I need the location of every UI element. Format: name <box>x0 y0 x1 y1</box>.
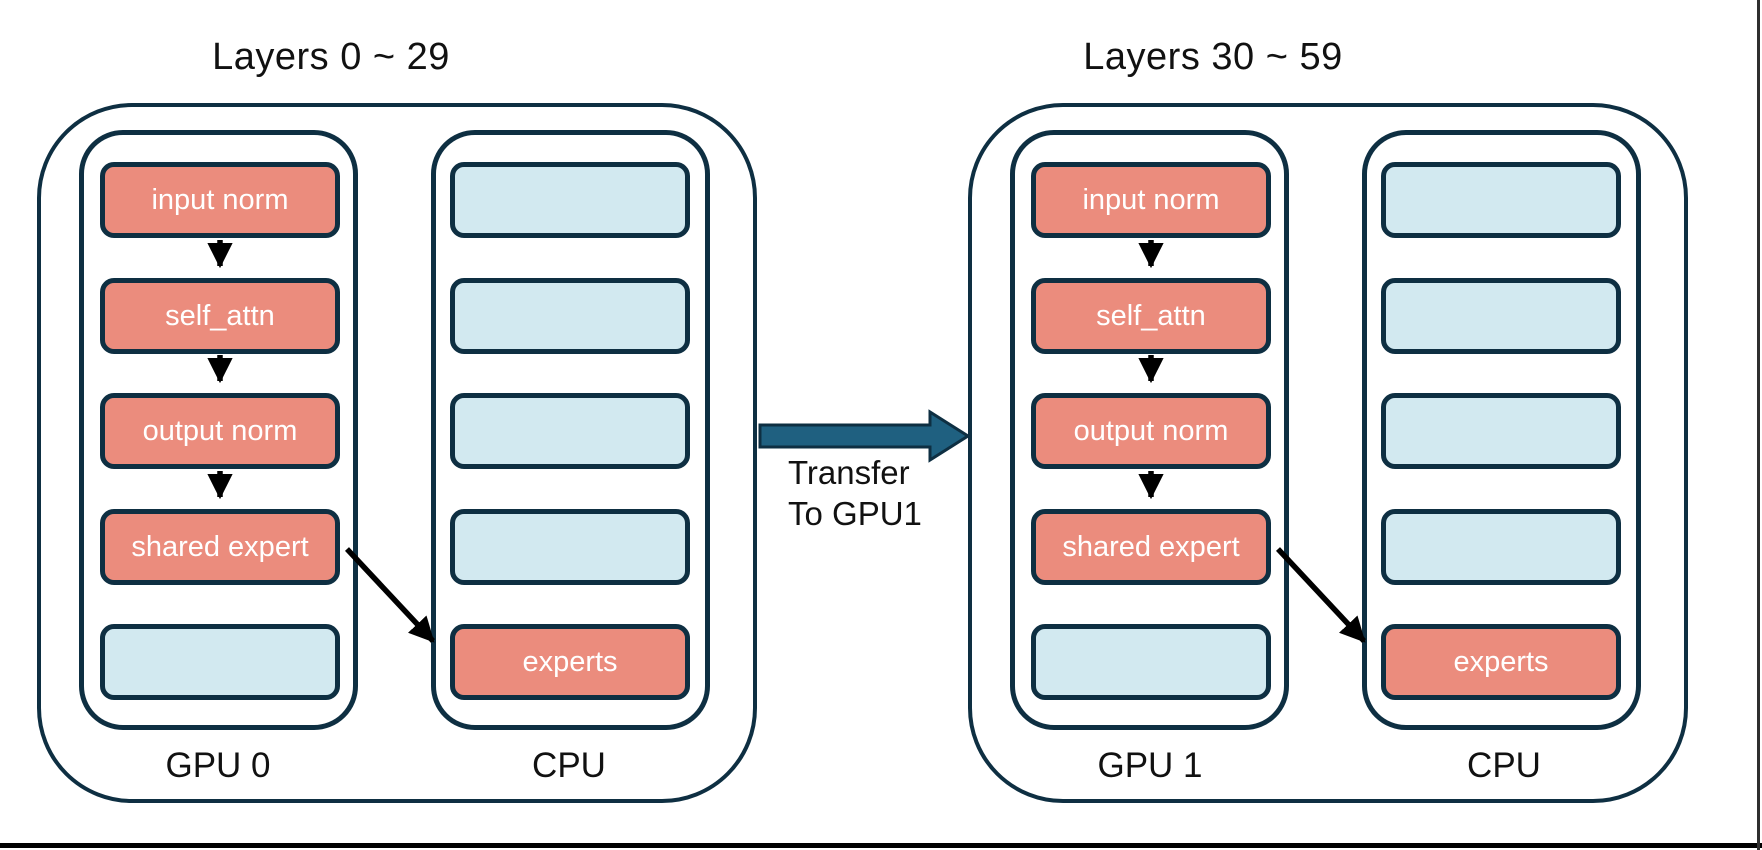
module-label: input norm <box>151 183 289 216</box>
module-label: self_attn <box>165 299 275 332</box>
right-window-edge <box>1757 0 1760 850</box>
module-box-input-norm: input norm <box>1031 162 1271 238</box>
module-box-self-attn: self_attn <box>1031 278 1271 354</box>
empty-slot <box>1381 278 1621 354</box>
transfer-label-line1: Transfer <box>788 454 910 491</box>
empty-slot <box>450 162 690 238</box>
empty-slot <box>450 393 690 469</box>
empty-slot <box>1031 624 1271 700</box>
module-label: input norm <box>1082 183 1220 216</box>
empty-slot <box>1381 509 1621 585</box>
empty-slot <box>1381 393 1621 469</box>
module-box-input-norm: input norm <box>100 162 340 238</box>
module-box-experts: experts <box>450 624 690 700</box>
module-box-shared-expert: shared expert <box>100 509 340 585</box>
layers-title-left: Layers 0 ~ 29 <box>212 36 450 78</box>
module-box-shared-expert: shared expert <box>1031 509 1271 585</box>
transfer-label: Transfer To GPU1 <box>788 452 1028 534</box>
cpu-right-label: CPU <box>1467 746 1541 785</box>
gpu0-label: GPU 0 <box>165 746 271 785</box>
module-box-output-norm: output norm <box>1031 393 1271 469</box>
module-label: output norm <box>1073 414 1229 447</box>
transfer-label-line2: To GPU1 <box>788 495 922 532</box>
module-box-experts: experts <box>1381 624 1621 700</box>
module-label: shared expert <box>131 530 309 563</box>
module-label: experts <box>522 645 618 678</box>
gpu1-label: GPU 1 <box>1097 746 1203 785</box>
module-box-output-norm: output norm <box>100 393 340 469</box>
bottom-window-edge <box>0 843 1762 848</box>
module-label: shared expert <box>1062 530 1240 563</box>
module-label: output norm <box>142 414 298 447</box>
layers-title-right: Layers 30 ~ 59 <box>1083 36 1343 78</box>
module-label: self_attn <box>1096 299 1206 332</box>
module-box-self-attn: self_attn <box>100 278 340 354</box>
empty-slot <box>100 624 340 700</box>
empty-slot <box>1381 162 1621 238</box>
empty-slot <box>450 509 690 585</box>
cpu-left-label: CPU <box>532 746 606 785</box>
module-label: experts <box>1453 645 1549 678</box>
empty-slot <box>450 278 690 354</box>
